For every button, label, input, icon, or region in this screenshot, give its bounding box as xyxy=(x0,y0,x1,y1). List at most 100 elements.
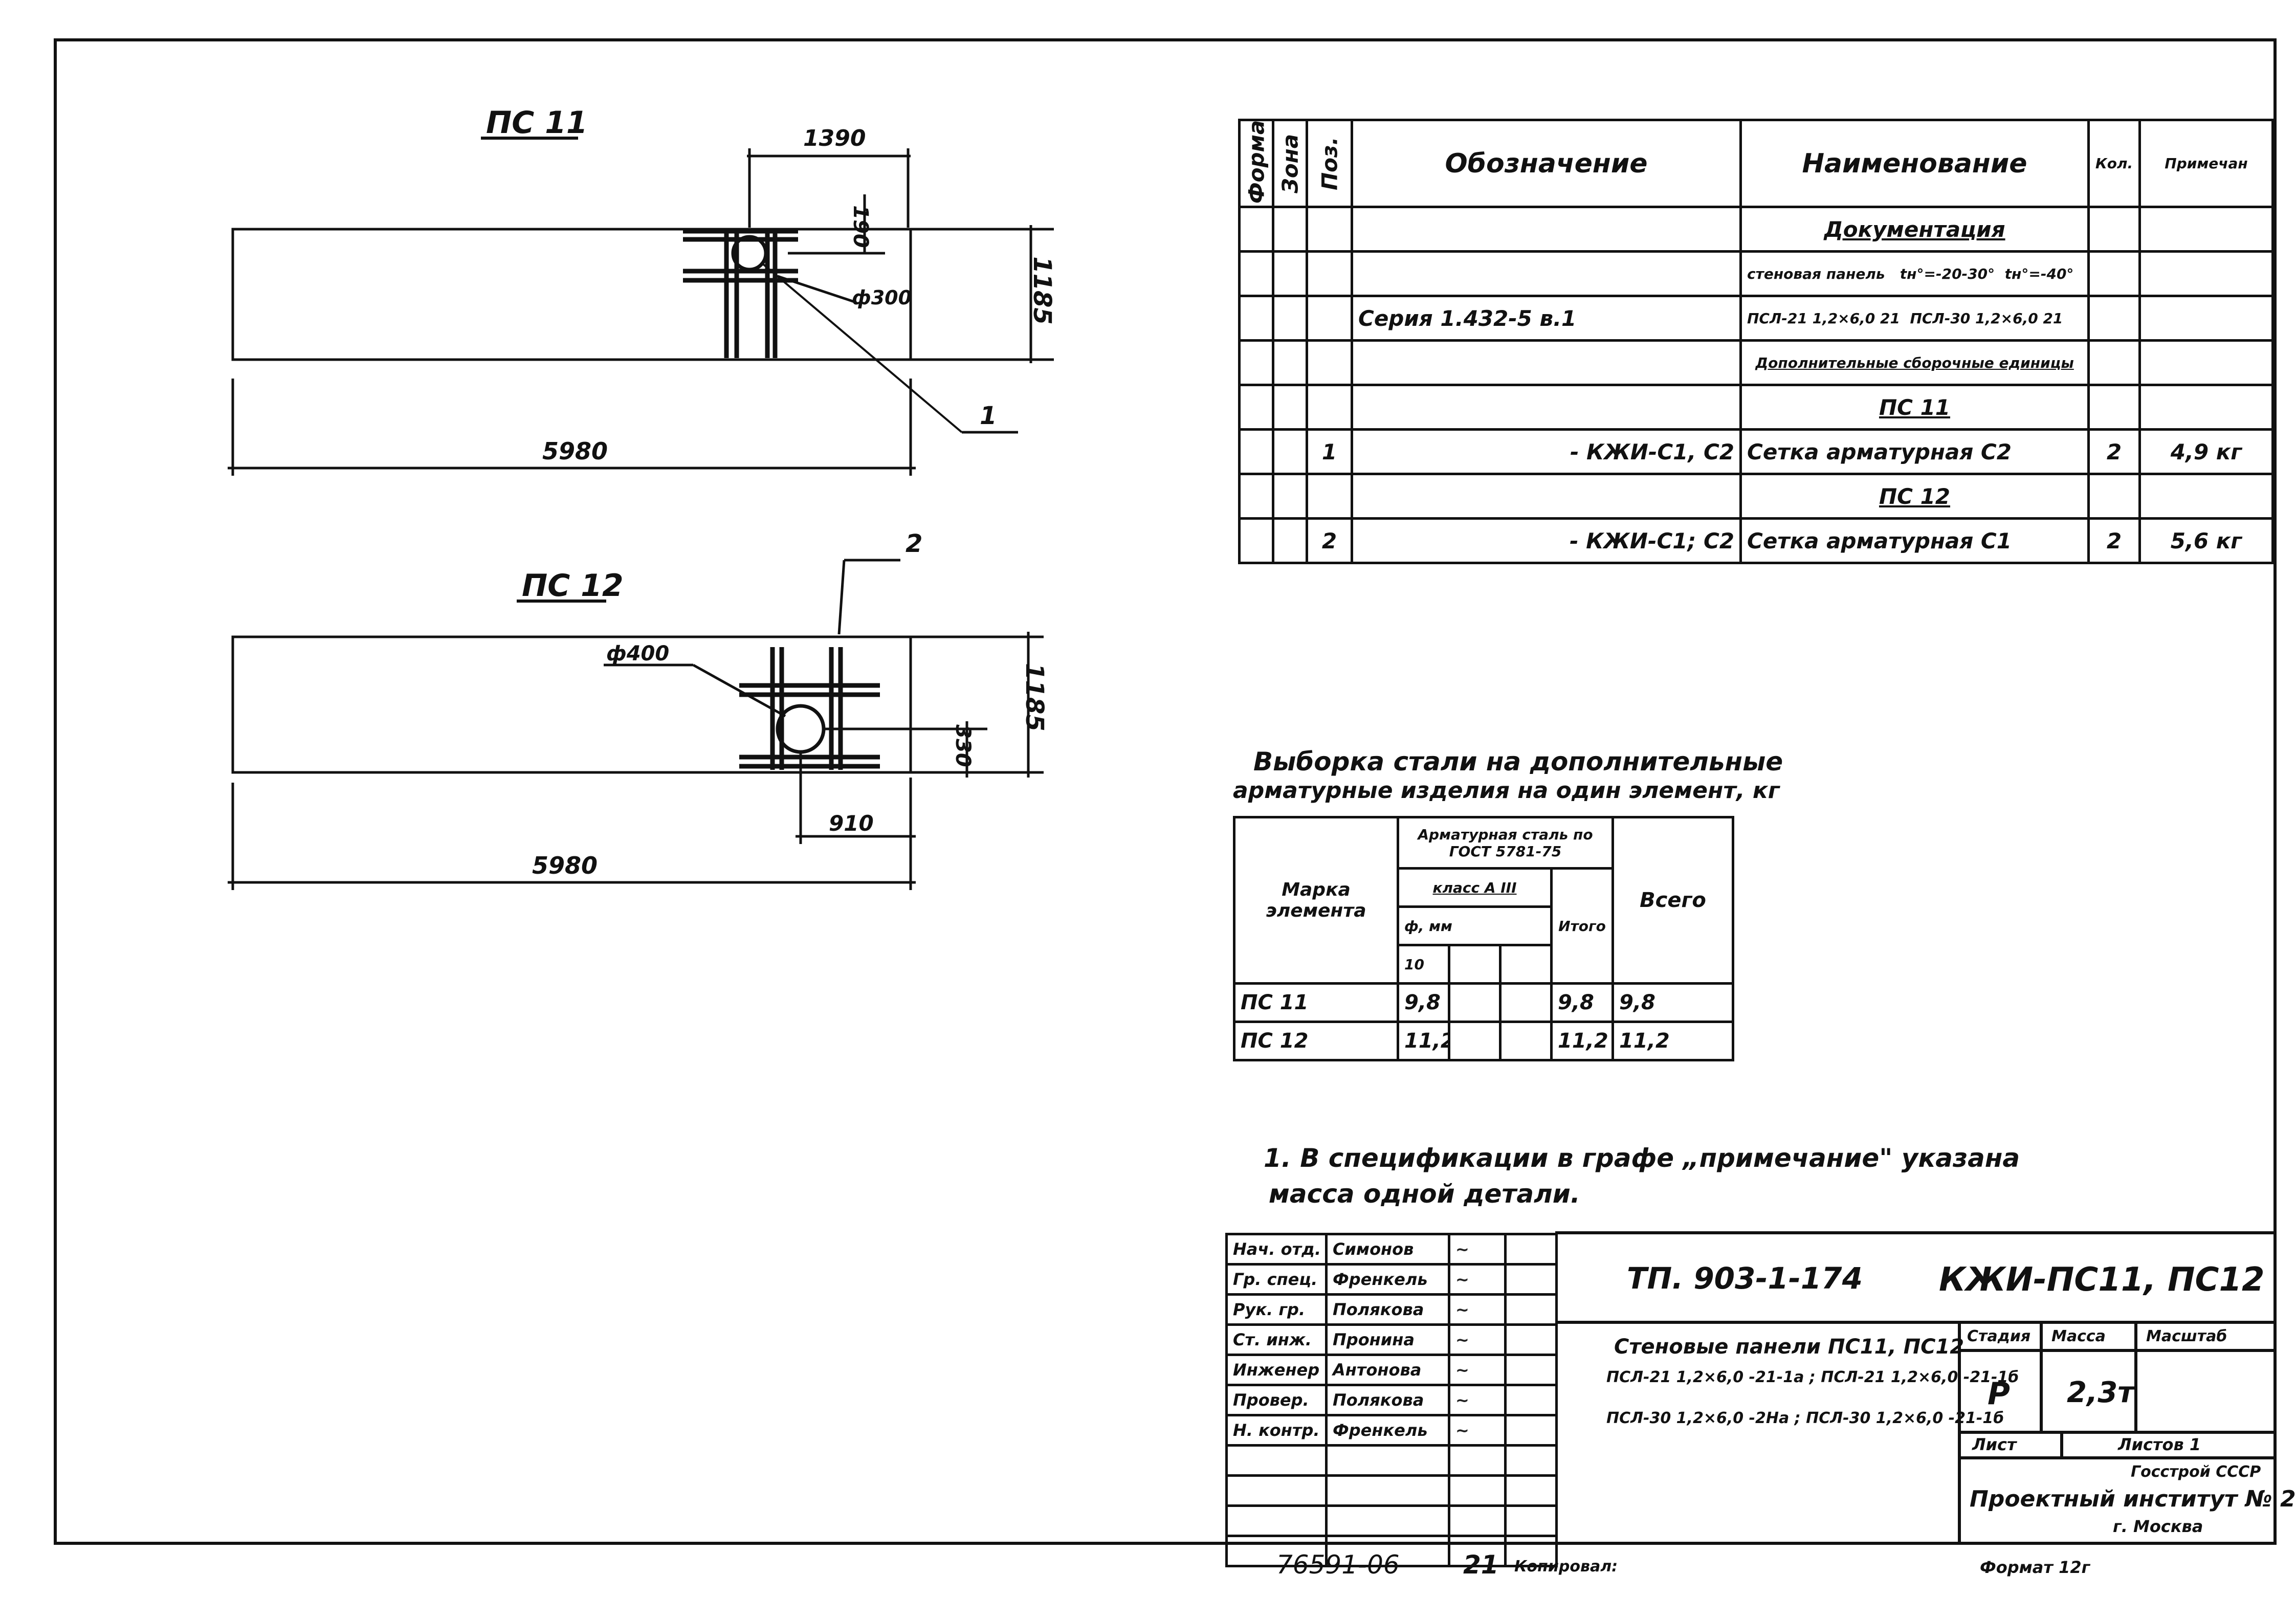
role: Рук. гр. xyxy=(1225,1293,1328,1326)
org-3: г. Москва xyxy=(2113,1517,2203,1536)
steel-table: Марка элемента Арматурная сталь по ГОСТ … xyxy=(1233,816,1734,1061)
col-qty: Кол. xyxy=(2087,119,2141,208)
row-mark: ПС 11 xyxy=(1233,982,1399,1023)
row-qty: 2 xyxy=(2087,428,2141,475)
person-name: Френкель xyxy=(1325,1263,1450,1296)
org-1: Госстрой СССР xyxy=(2131,1463,2261,1481)
wall-panel-temp-cell: стеновая панель tн°=-20-30° tн°=-40° xyxy=(1739,250,2090,297)
steel-row: ПС 12 11,2 11,2 11,2 xyxy=(1233,1021,1734,1061)
drawing-title-ps11: ПС 11 xyxy=(486,105,588,141)
person-name: Пронина xyxy=(1325,1323,1450,1356)
description-2: ПСЛ-21 1,2×6,0 -21-1а ; ПСЛ-21 1,2×6,0 -… xyxy=(1606,1368,2019,1386)
row-name: Сетка арматурная С1 xyxy=(1739,517,2090,564)
row-note: 4,9 кг xyxy=(2138,428,2274,475)
signature-row: Рук. гр.Полякова~ xyxy=(1225,1293,1558,1326)
row-qty: 2 xyxy=(2087,517,2141,564)
inventory-number: 76591-06 xyxy=(1276,1550,1400,1580)
label-stage: Стадия xyxy=(1967,1327,2031,1345)
row-designation: - КЖИ-С1, С2 xyxy=(1351,428,1742,475)
person-name: Френкель xyxy=(1325,1414,1450,1447)
project-code: ТП. 903-1-174 xyxy=(1627,1261,1863,1296)
stage-value: Р xyxy=(1988,1376,2010,1412)
group-ps12: ПС 12 xyxy=(1739,473,2090,520)
signature: ~ xyxy=(1448,1233,1507,1266)
row-d10: 11,2 xyxy=(1397,1021,1450,1061)
steel-caption-2: арматурные изделия на один элемент, кг xyxy=(1233,778,1780,804)
label-mass: Масса xyxy=(2051,1327,2106,1345)
steel-caption-1: Выборка стали на дополнительные xyxy=(1253,747,1783,777)
drawing-frame xyxy=(54,38,2277,1545)
dim-hole-ps12: ф400 xyxy=(606,642,670,666)
section-documentation: Документация xyxy=(1739,206,2090,253)
drawing-title-ps12: ПС 12 xyxy=(522,568,624,604)
col-total: Итого xyxy=(1550,867,1614,985)
signature: ~ xyxy=(1448,1263,1507,1296)
drawing-code: КЖИ-ПС11, ПС12 xyxy=(1939,1261,2265,1299)
role: Н. контр. xyxy=(1225,1414,1328,1447)
col-note: Примечан xyxy=(2138,119,2274,208)
panel-types-cell: ПСЛ-21 1,2×6,0 21 ПСЛ-30 1,2×6,0 21 xyxy=(1739,295,2090,342)
row-mark: ПС 12 xyxy=(1233,1021,1399,1061)
callout-2: 2 xyxy=(906,529,923,558)
col-mark: Марка элемента xyxy=(1233,816,1399,985)
panel-a: ПСЛ-21 1,2×6,0 21 xyxy=(1747,309,1900,327)
dim-offset-h-ps12: 910 xyxy=(829,811,874,836)
sheet-number: 21 xyxy=(1463,1550,1499,1580)
row-note: 5,6 кг xyxy=(2138,517,2274,564)
note-line-1: 1. В спецификации в графе „примечание" у… xyxy=(1264,1143,2020,1173)
label-sheets: Листов 1 xyxy=(2118,1435,2201,1454)
row-designation: - КЖИ-С1; С2 xyxy=(1351,517,1742,564)
org-2: Проектный институт № 2 xyxy=(1970,1486,2296,1512)
format-label: Формат 12г xyxy=(1980,1558,2090,1577)
col-designation: Обозначение xyxy=(1351,119,1742,208)
spec-row: 1 - КЖИ-С1, С2 Сетка арматурная С2 2 4,9… xyxy=(1238,428,2274,475)
row-name: Сетка арматурная С2 xyxy=(1739,428,2090,475)
temp-b: tн°=-40° xyxy=(2004,265,2074,282)
signature: ~ xyxy=(1448,1354,1507,1386)
col-diam: ф, мм xyxy=(1397,905,1553,946)
section-additional: Дополнительные сборочные единицы xyxy=(1739,339,2090,386)
row-pos: 2 xyxy=(1306,517,1353,564)
person-name: Симонов xyxy=(1325,1233,1450,1266)
role: Инженер xyxy=(1225,1354,1328,1386)
dim-offset-h-ps11: 1390 xyxy=(803,125,866,151)
callout-1: 1 xyxy=(980,402,997,430)
signature: ~ xyxy=(1448,1293,1507,1326)
copied-label: Копировал: xyxy=(1514,1558,1618,1576)
signature-row: Ст. инж.Пронина~ xyxy=(1225,1323,1558,1356)
note-line-2: масса одной детали. xyxy=(1269,1179,1580,1209)
description-3: ПСЛ-30 1,2×6,0 -2На ; ПСЛ-30 1,2×6,0 -21… xyxy=(1606,1409,2004,1427)
signature-row: Провер.Полякова~ xyxy=(1225,1384,1558,1416)
signature-row: Н. контр.Френкель~ xyxy=(1225,1414,1558,1447)
signature-row: Нач. отд.Симонов~ xyxy=(1225,1233,1558,1266)
role: Провер. xyxy=(1225,1384,1328,1416)
role: Ст. инж. xyxy=(1225,1323,1328,1356)
row-all: 11,2 xyxy=(1611,1021,1734,1061)
signature-row: Гр. спец.Френкель~ xyxy=(1225,1263,1558,1296)
signature: ~ xyxy=(1448,1384,1507,1416)
col-name: Наименование xyxy=(1739,119,2090,208)
signature: ~ xyxy=(1448,1323,1507,1356)
row-pos: 1 xyxy=(1306,428,1353,475)
col-steel: Арматурная сталь по ГОСТ 5781-75 xyxy=(1397,816,1614,870)
series-cell: Серия 1.432-5 в.1 xyxy=(1351,295,1742,342)
role: Гр. спец. xyxy=(1225,1263,1328,1296)
person-name: Антонова xyxy=(1325,1354,1450,1386)
temp-a: tн°=-20-30° xyxy=(1900,265,1995,282)
row-total: 11,2 xyxy=(1550,1021,1614,1061)
col-all: Всего xyxy=(1611,816,1734,985)
col-d10: 10 xyxy=(1397,944,1450,985)
specification-table: Формат Зона Поз. Обозначение Наименовани… xyxy=(1238,119,2274,564)
dim-length-ps12: 5980 xyxy=(532,852,598,879)
person-name: Полякова xyxy=(1325,1293,1450,1326)
dim-length-ps11: 5980 xyxy=(542,437,608,465)
row-total: 9,8 xyxy=(1550,982,1614,1023)
row-all: 9,8 xyxy=(1611,982,1734,1023)
label-scale: Масштаб xyxy=(2146,1327,2227,1345)
row-d10: 9,8 xyxy=(1397,982,1450,1023)
group-ps11: ПС 11 xyxy=(1739,384,2090,431)
label-sheet: Лист xyxy=(1972,1435,2017,1454)
